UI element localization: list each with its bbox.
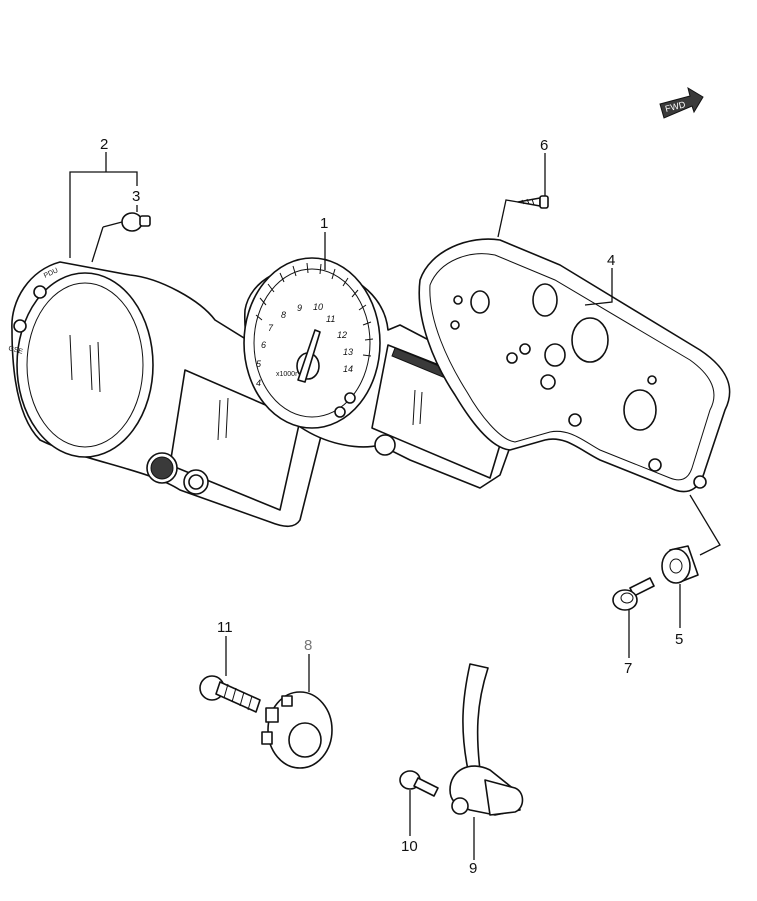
callout-9: 9 <box>469 860 477 877</box>
grommet-part-5 <box>661 545 699 584</box>
tacho-num-8: 8 <box>281 310 286 320</box>
callout-2: 2 <box>100 136 108 153</box>
screw-part-6 <box>517 195 549 209</box>
tacho-num-14: 14 <box>343 364 353 374</box>
callout-10: 10 <box>401 838 418 855</box>
tacho-num-5: 5 <box>256 359 262 369</box>
callout-5: 5 <box>675 631 683 648</box>
bolt-part-10 <box>399 770 439 797</box>
callout-11: 11 <box>217 619 233 636</box>
tacho-num-6: 6 <box>261 340 266 350</box>
tacho-num-12: 12 <box>337 330 347 340</box>
speed-sensor-part-9 <box>449 663 524 816</box>
tacho-num-7: 7 <box>268 323 274 333</box>
bezel-text-side: GSE <box>7 345 23 356</box>
callout-7: 7 <box>624 660 632 677</box>
fwd-label: FWD <box>664 99 687 114</box>
leader-lines <box>69 152 721 860</box>
bulb-socket-part-8 <box>261 691 333 769</box>
callout-6: 6 <box>540 137 548 154</box>
meter-case-rear <box>418 238 731 493</box>
grommet-part-3 <box>121 212 151 232</box>
fwd-arrow-icon: FWD <box>659 86 704 119</box>
tacho-unit: x1000r <box>276 371 298 378</box>
meter-body: 4 5 6 7 8 9 10 11 12 13 14 x1000r <box>243 257 526 489</box>
tacho-num-10: 10 <box>313 302 323 312</box>
callout-1: 1 <box>320 215 328 232</box>
tacho-num-9: 9 <box>297 303 302 313</box>
tacho-num-11: 11 <box>326 314 335 324</box>
tacho-num-13: 13 <box>343 347 353 357</box>
callout-3: 3 <box>132 188 140 205</box>
tacho-num-4: 4 <box>256 378 261 388</box>
meter-cover-front: PDU GSE <box>7 261 333 528</box>
bolt-part-7 <box>612 577 655 611</box>
callout-8: 8 <box>304 637 312 654</box>
bolt-part-11 <box>199 675 261 713</box>
callout-4: 4 <box>607 252 615 269</box>
